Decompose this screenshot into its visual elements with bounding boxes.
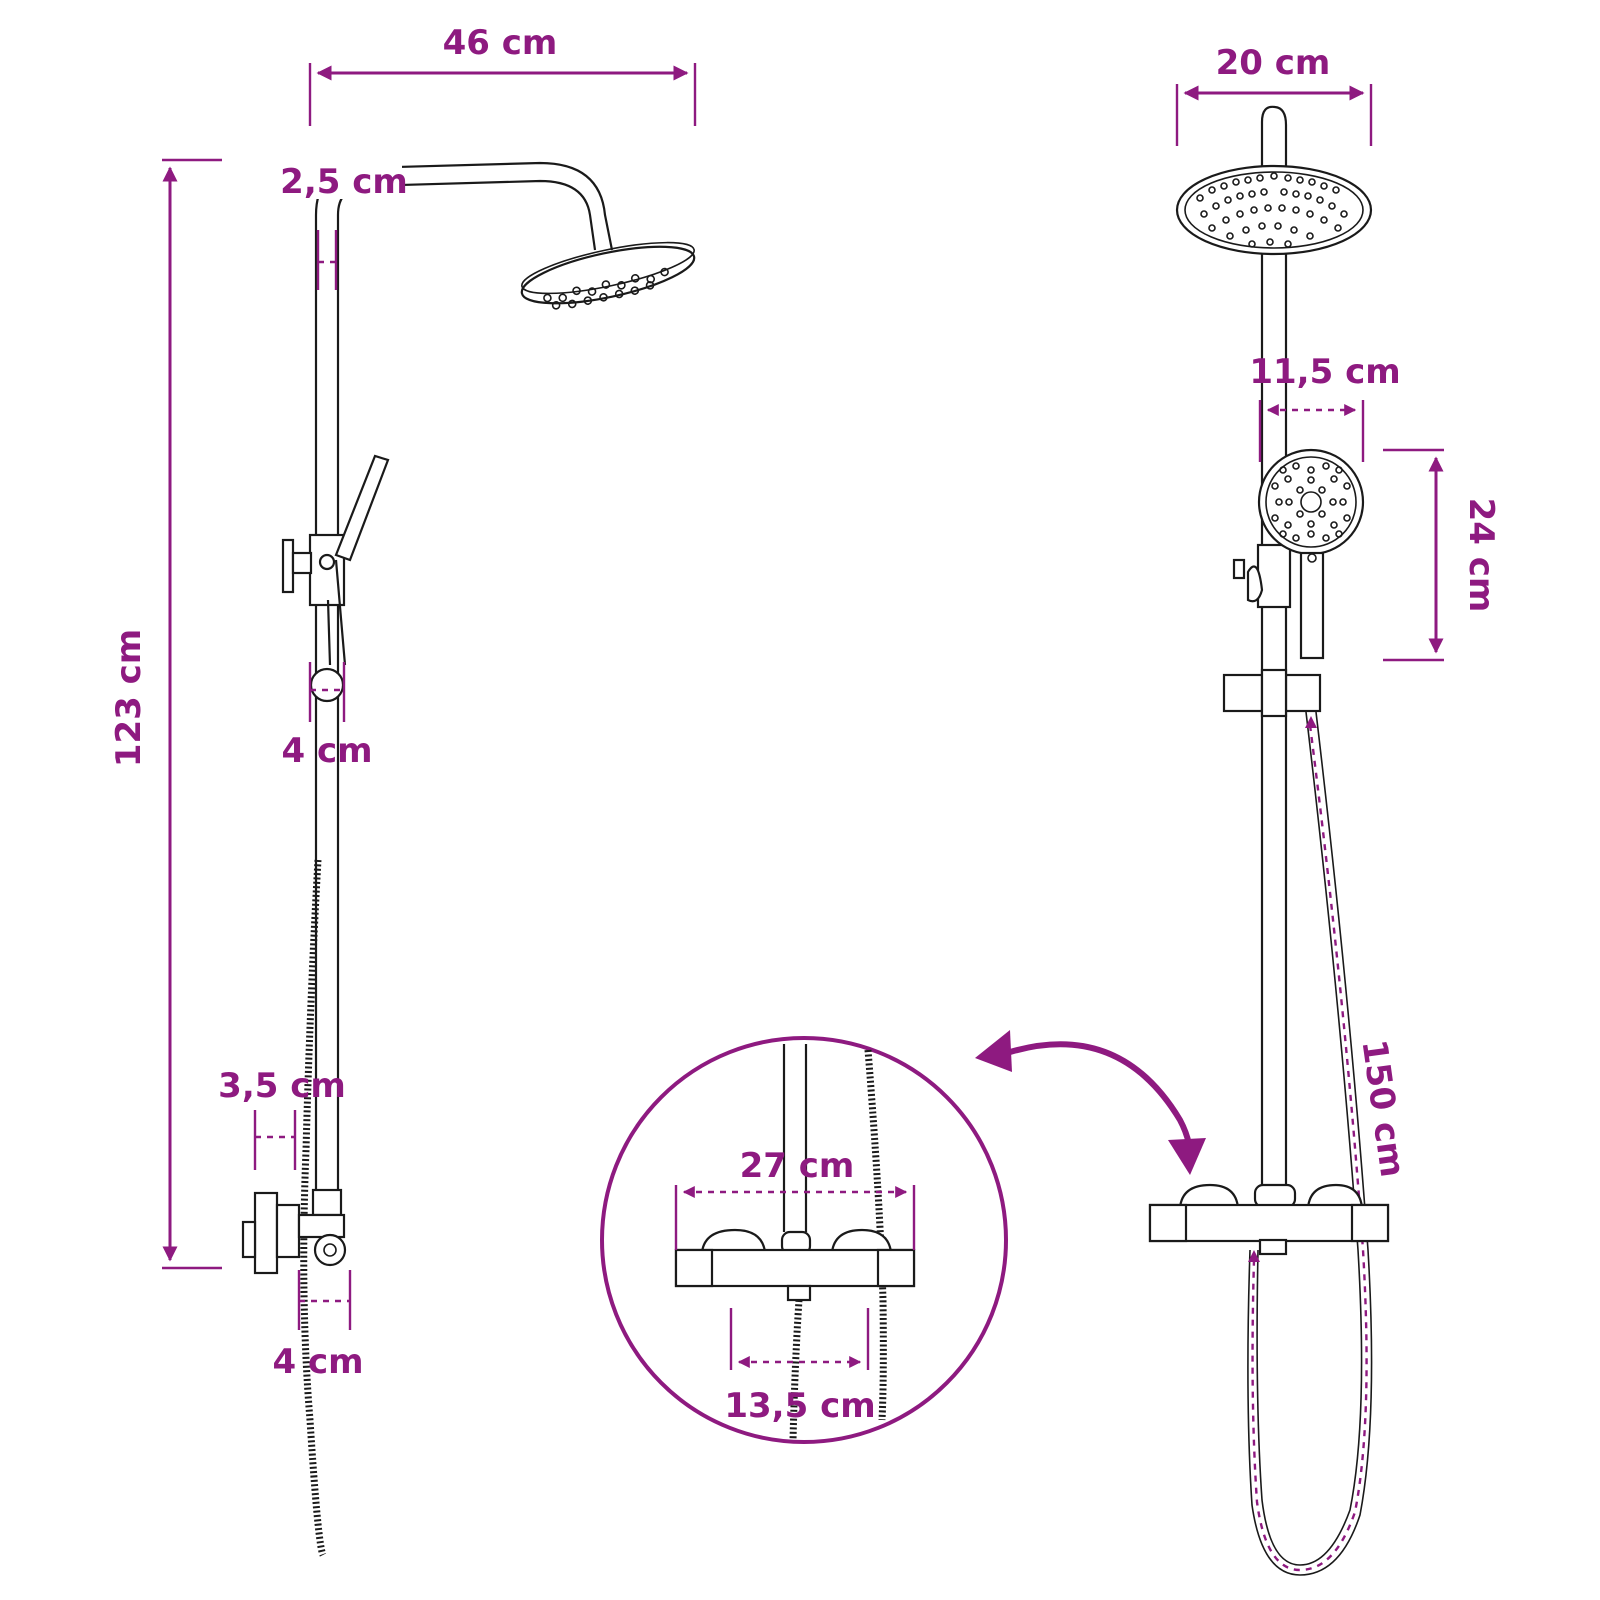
dim-slider-diameter: 4 cm [281, 662, 373, 771]
hose-side-icon [300, 859, 327, 1557]
label-hose-length: 150 cm [1353, 1037, 1412, 1180]
front-view-shower: 20 cm 11,5 cm 24 cm 150 cm [975, 43, 1501, 1576]
mixer-side-icon [241, 1188, 347, 1275]
label-inlet-width: 4 cm [272, 1342, 363, 1382]
label-slider-diameter: 4 cm [281, 731, 372, 771]
hand-shower-front-icon [1222, 448, 1365, 718]
label-side-arm-width: 46 cm [443, 23, 558, 63]
rain-head-front-icon [1175, 164, 1373, 256]
dim-hand-shower-height: 24 cm [1383, 448, 1501, 662]
dim-connector-spacing: 13,5 cm [724, 1308, 876, 1426]
label-hand-shower-height: 24 cm [1461, 498, 1501, 613]
front-arm [1260, 105, 1288, 170]
hand-shower-side-icon [281, 454, 390, 703]
dim-wall-offset: 3,5 cm [218, 1066, 346, 1170]
dim-hand-shower-width: 11,5 cm [1249, 352, 1401, 462]
dim-hose-length: 150 cm [1353, 1037, 1412, 1180]
dim-total-height: 123 cm [109, 158, 222, 1270]
label-hand-shower-width: 11,5 cm [1249, 352, 1400, 392]
dim-mixer-width: 27 cm [674, 1146, 916, 1250]
dim-pipe-diameter: 2,5 cm [280, 162, 408, 290]
detail-curved-arrow [975, 1030, 1206, 1175]
label-total-height: 123 cm [109, 629, 149, 767]
dim-head-diameter: 20 cm [1175, 43, 1373, 146]
riser-pipe-inner [336, 179, 597, 1195]
rain-head-side-icon [520, 241, 696, 310]
label-pipe-diameter: 2,5 cm [280, 162, 408, 202]
label-mixer-width: 27 cm [740, 1146, 855, 1186]
mixer-front-icon [1148, 1183, 1390, 1256]
dim-inlet-width: 4 cm [272, 1270, 364, 1382]
label-connector-spacing: 13,5 cm [724, 1386, 875, 1426]
dim-side-arm: 46 cm [308, 23, 697, 126]
label-head-diameter: 20 cm [1216, 43, 1331, 83]
riser-pipe [314, 161, 614, 1195]
hose-front-icon [1247, 711, 1373, 1576]
mixer-detail-view: 27 cm 13,5 cm [600, 1036, 1008, 1444]
label-wall-offset: 3,5 cm [218, 1066, 346, 1106]
side-view-shower: 46 cm 2,5 cm 123 cm 4 cm [109, 23, 697, 1557]
